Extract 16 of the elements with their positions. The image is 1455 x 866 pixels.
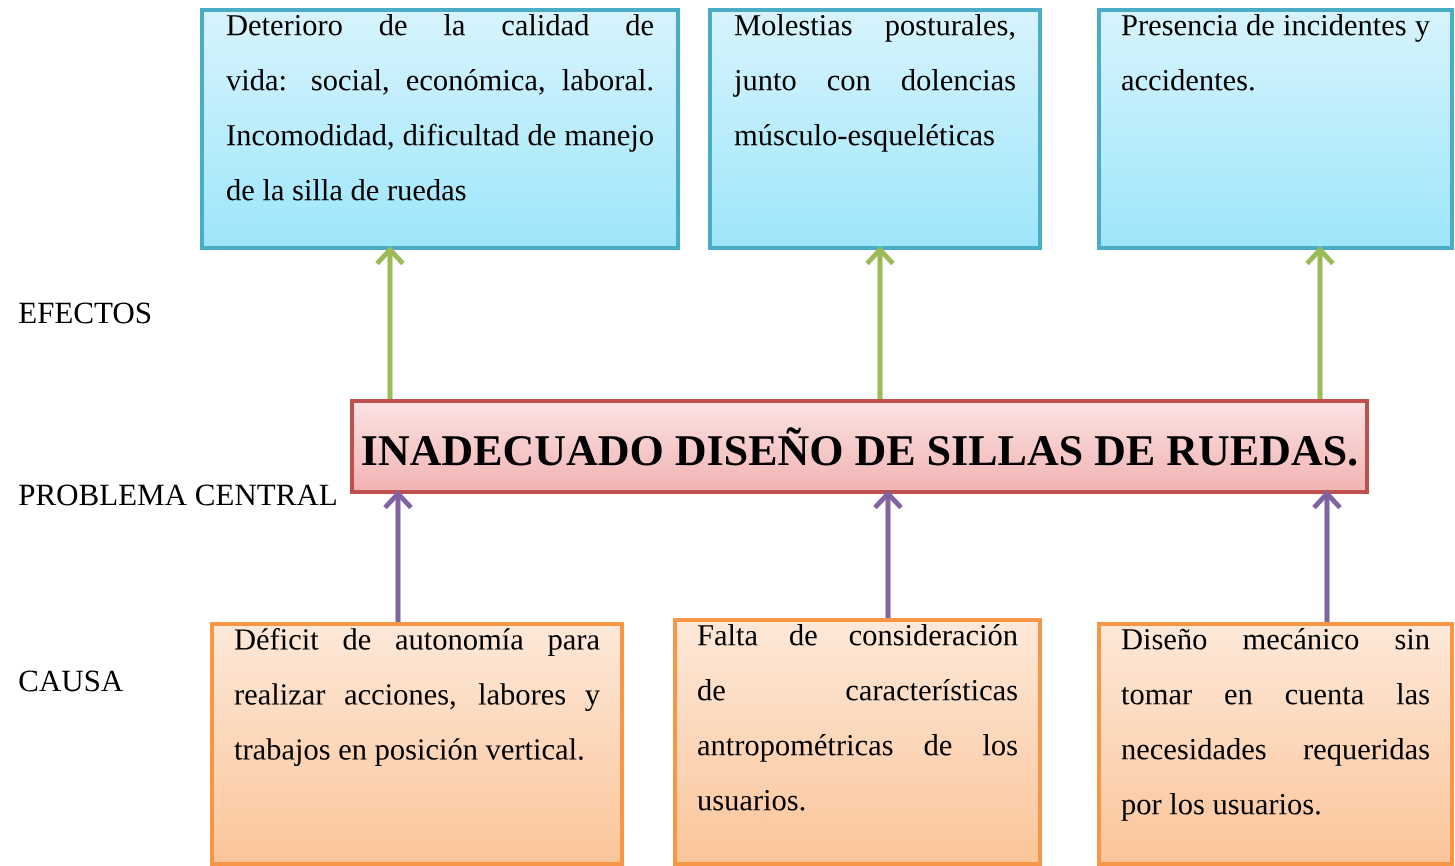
arrow bbox=[383, 490, 413, 622]
arrow bbox=[865, 246, 895, 399]
arrow bbox=[375, 246, 405, 399]
row-label: PROBLEMA CENTRAL bbox=[19, 484, 336, 506]
arrow bbox=[1305, 246, 1335, 399]
effect-box: Deterioro de la calidad de vida: social, económica, laboral. Incomodidad, dificultad de manejo de la silla de ruedas bbox=[200, 8, 680, 250]
row-label: EFECTOS bbox=[19, 302, 151, 324]
effect-box: Molestias posturales, junto con dolencias músculo-esqueléticas bbox=[708, 8, 1042, 250]
effect-box: Presencia de incidentes y accidentes. bbox=[1097, 8, 1454, 250]
cause-box: Diseño mecánico sin tomar en cuenta las necesidades requeridas por los usuarios. bbox=[1097, 622, 1454, 866]
arrow bbox=[873, 490, 903, 618]
problem-box: INADECUADO DISEÑO DE SILLAS DE RUEDAS. bbox=[350, 399, 1369, 494]
cause-box: Déficit de autonomía para realizar acciones, labores y trabajos en posición vertical. bbox=[210, 622, 624, 866]
cause-box: Falta de consideración de características antropométricas de los usuarios. bbox=[673, 618, 1042, 866]
arrow bbox=[1312, 490, 1342, 622]
row-label: CAUSA bbox=[19, 670, 124, 692]
